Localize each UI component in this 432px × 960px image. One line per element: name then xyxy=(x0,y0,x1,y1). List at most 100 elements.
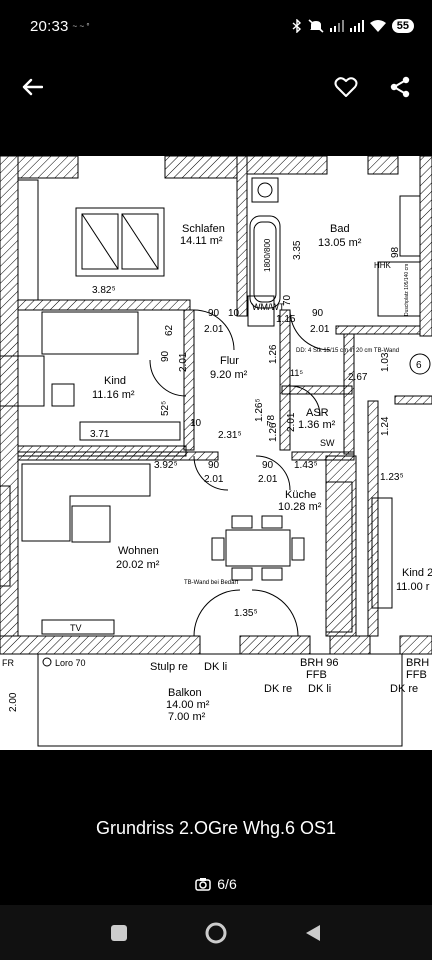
label-ffb: FFB xyxy=(306,669,327,681)
room-kind2-area: 11.00 r xyxy=(396,581,430,593)
image-caption: Grundriss 2.OGre Whg.6 OS1 xyxy=(95,818,337,838)
room-asr-name: ASR xyxy=(306,407,329,419)
dim-label: 78 xyxy=(266,414,277,426)
system-navbar xyxy=(0,905,432,960)
status-icons: 55 xyxy=(292,19,414,33)
nav-back-button[interactable] xyxy=(293,913,333,953)
camera-icon xyxy=(195,878,212,891)
label-wmwt: WM/WT xyxy=(252,302,285,312)
label-stulp: Stulp re xyxy=(150,661,188,673)
wifi-icon xyxy=(369,20,386,32)
signal-icon-2 xyxy=(349,20,364,32)
dim-label: 1.35⁵ xyxy=(234,608,258,619)
dim-label: 10 xyxy=(228,308,240,319)
image-counter: 6/6 xyxy=(0,876,432,892)
dim-label: 90 xyxy=(208,308,220,319)
dim-label: 98 xyxy=(390,246,401,258)
app-bar xyxy=(0,52,432,156)
label-loro: Loro 70 xyxy=(55,658,86,668)
status-bar: 20:33 ~ ~ ° 55 xyxy=(0,0,432,52)
dim-label: 1.26 xyxy=(268,344,279,364)
share-button[interactable] xyxy=(383,70,417,104)
room-flur-name: Flur xyxy=(220,355,239,367)
label-dkre2: DK re xyxy=(390,683,418,695)
signal-icon-1 xyxy=(329,20,344,32)
dim-label: 90 xyxy=(262,460,274,471)
recents-button[interactable] xyxy=(99,913,139,953)
share-icon xyxy=(390,76,410,98)
room-kind2-name: Kind 2 xyxy=(402,567,432,579)
counter-text: 6/6 xyxy=(217,876,237,892)
bluetooth-icon xyxy=(292,19,301,33)
heart-outline-icon xyxy=(334,77,358,97)
dim-label: 3.82⁵ xyxy=(92,285,116,296)
label-brh2: BRH xyxy=(406,657,429,669)
label-dusch: Duschplatz 105/140 cm xyxy=(404,264,410,316)
room-flur-area: 9.20 m² xyxy=(210,369,248,381)
label-tv: TV xyxy=(70,623,82,633)
home-circle-icon xyxy=(205,922,227,943)
label-ffb2: FFB xyxy=(406,669,427,681)
dim-label: 3.35 xyxy=(292,240,303,260)
dim-label: 2.01 xyxy=(310,324,330,335)
room-kind1-name: Kind xyxy=(104,375,126,387)
dim-label: 2.67 xyxy=(348,372,368,383)
dim-label: 1.26 xyxy=(268,422,279,442)
label-hhk: HHK xyxy=(374,261,392,270)
dim-label: 1.03 xyxy=(380,352,391,372)
label-dd-note: DD: 4 Stk 15/15 cm in 20 cm TB-Wand xyxy=(296,348,399,354)
status-extra: ~ ~ ° xyxy=(72,21,90,31)
dim-label: 3.92⁵ xyxy=(154,460,178,471)
dim-label: 2.01 xyxy=(258,474,278,485)
dim-label: 1.26⁵ xyxy=(254,398,265,422)
room-balkon-area2: 7.00 m² xyxy=(168,711,206,723)
room-asr-area: 1.36 m² xyxy=(298,419,336,431)
status-time: 20:33 xyxy=(30,17,69,35)
dim-label: 1800/800 xyxy=(263,238,272,272)
dim-label: 90 xyxy=(160,350,171,362)
dim-label: 52⁵ xyxy=(160,401,171,416)
label-dkre: DK re xyxy=(264,683,292,695)
dim-label: 2.01 xyxy=(204,324,224,335)
dim-label: 3.71 xyxy=(90,429,110,440)
battery-badge: 55 xyxy=(391,19,414,33)
dim-label: 2.01 xyxy=(204,474,224,485)
dim-label: 1.43⁵ xyxy=(294,460,318,471)
room-kueche-name: Küche xyxy=(285,489,316,501)
label-dkli2: DK li xyxy=(308,683,331,695)
home-button[interactable] xyxy=(196,913,236,953)
room-schlafen-name: Schlafen xyxy=(182,223,225,235)
dim-label: 62 xyxy=(164,324,175,336)
dim-label: 1.15 xyxy=(276,314,296,325)
label-dkli: DK li xyxy=(204,661,227,673)
floorplan-drawing: Schlafen 14.11 m² Bad 13.05 m² Kind 11.1… xyxy=(0,156,432,747)
label-brh: BRH 96 xyxy=(300,657,339,669)
dim-label: 90 xyxy=(312,308,324,319)
favorite-button[interactable] xyxy=(329,70,363,104)
label-tb-wand: TB-Wand bei Bedarf xyxy=(184,580,238,586)
dim-label: 1.24 xyxy=(380,416,391,436)
dim-label: 2.01 xyxy=(286,412,297,432)
back-button[interactable] xyxy=(15,70,49,104)
room-balkon-area1: 14.00 m² xyxy=(166,699,210,711)
room-kueche-area: 10.28 m² xyxy=(278,501,322,513)
room-balkon-name: Balkon xyxy=(168,687,202,699)
label-circle6: 6 xyxy=(416,360,422,371)
room-bad-area: 13.05 m² xyxy=(318,237,362,249)
back-triangle-icon xyxy=(306,924,321,941)
floorplan-image[interactable]: Schlafen 14.11 m² Bad 13.05 m² Kind 11.1… xyxy=(0,156,432,750)
arrow-left-icon xyxy=(22,78,43,96)
mute-icon xyxy=(308,19,324,33)
label-sw: SW xyxy=(320,438,335,448)
recents-square-icon xyxy=(110,924,127,941)
dim-label: 2.31⁵ xyxy=(218,430,242,441)
room-wohnen-name: Wohnen xyxy=(118,545,159,557)
dim-label: 90 xyxy=(208,460,220,471)
room-kind1-area: 11.16 m² xyxy=(92,389,135,401)
dim-label: 70 xyxy=(282,294,293,306)
dim-label: 1.23⁵ xyxy=(380,472,404,483)
room-bad-name: Bad xyxy=(330,223,350,235)
dim-label: 10 xyxy=(190,418,202,429)
room-schlafen-area: 14.11 m² xyxy=(180,235,223,247)
dim-label: 11⁵ xyxy=(290,368,303,378)
